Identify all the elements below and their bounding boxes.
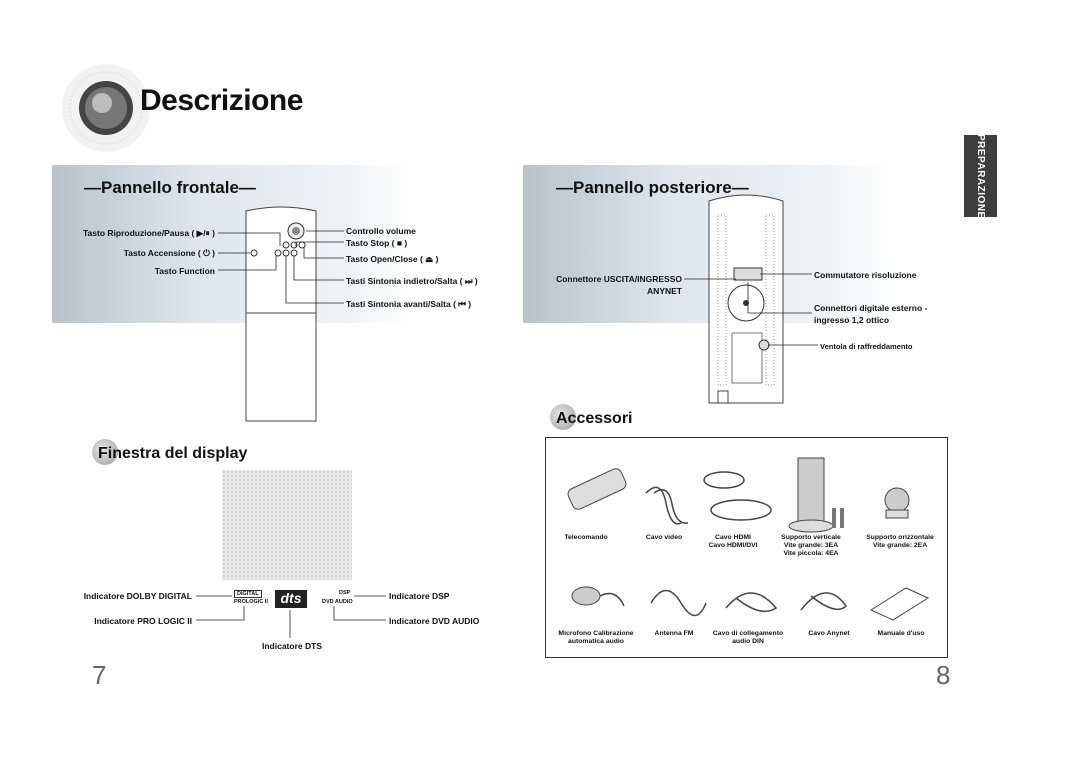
accessory-anynet-cable: Cavo Anynet (808, 630, 850, 637)
label-digital-in: Connettori digitale esterno - ingresso 1… (814, 303, 927, 325)
label-prologic: Indicatore PRO LOGIC II (94, 616, 192, 626)
label-dolby: Indicatore DOLBY DIGITAL (83, 591, 192, 601)
speaker-logo-icon (62, 58, 154, 158)
digital-mark: DIGITAL (234, 590, 262, 598)
label-connector-line2: ANYNET (647, 286, 682, 296)
label-volume: Controllo volume (346, 226, 416, 236)
anynet-cable-icon (800, 592, 847, 611)
display-indicators: DIGITAL PROLOGIC II dts DSP DVD AUDIO (222, 590, 357, 610)
horizontal-stand-icon (884, 487, 910, 519)
label-digital-in-line1: Connettori digitale esterno - (814, 303, 928, 313)
page-title: Descrizione (140, 84, 303, 117)
front-panel-title: —Pannello frontale— (84, 178, 256, 197)
front-panel-device (242, 205, 320, 425)
label-connector-line1: Connettore USCITA/INGRESSO (556, 274, 682, 284)
remote-control-icon (567, 468, 627, 510)
label-digital-in-line2: ingresso 1,2 ottico (814, 315, 890, 325)
label-power: Tasto Accensione ( ⏻ ) (123, 248, 215, 258)
din-cable-icon (725, 592, 778, 613)
label-stop: Tasto Stop ( ■ ) (346, 238, 408, 248)
rear-panel-device (706, 193, 786, 408)
accessory-din-cable: Cavo di collegamento audio DIN (712, 630, 784, 645)
accessories-title: Accessori (550, 404, 633, 430)
label-fan: Ventola di raffreddamento (820, 342, 913, 351)
accessory-microphone: Microfono Calibrazione automatica audio (558, 630, 634, 645)
hdmi-cable-icon (703, 471, 772, 521)
video-cable-icon (645, 486, 689, 525)
label-tune-forward: Tasti Sintonia avanti/Salta ( ⏮ ) (346, 299, 472, 309)
label-dvd-audio: Indicatore DVD AUDIO (389, 616, 480, 626)
vertical-stand-icon (788, 457, 844, 533)
page-number-right: 8 (936, 660, 951, 690)
label-dsp: Indicatore DSP (389, 591, 450, 601)
accessory-remote: Telecomando (564, 534, 608, 541)
section-tab-preparazione: PREPARAZIONE (964, 134, 997, 218)
rear-panel-band (523, 165, 893, 323)
accessory-manual: Manuale d'uso (877, 630, 925, 637)
label-resolution: Commutatore risoluzione (814, 270, 917, 280)
dts-logo-icon: dts (275, 590, 307, 608)
label-dts: Indicatore DTS (262, 641, 322, 651)
prologic-mark: PROLOGIC II (234, 599, 268, 605)
accessory-horizontal-stand: Supporto orizzontale Vite grande: 2EA (866, 534, 934, 549)
page-number-left: 7 (92, 660, 107, 690)
accessory-fm-antenna: Antenna FM (654, 630, 694, 637)
rear-panel-title: —Pannello posteriore— (556, 178, 749, 197)
front-panel-band (52, 165, 412, 323)
label-connector: Connettore USCITA/INGRESSO ANYNET (552, 274, 682, 296)
accessory-video-cable: Cavo video (645, 534, 683, 541)
accessory-vertical-stand: Supporto verticale Vite grande: 3EA Vite… (781, 534, 841, 557)
display-window-panel (222, 470, 352, 580)
label-tune-back: Tasti Sintonia indietro/Salta ( ⏭ ) (346, 276, 478, 286)
user-manual-icon (869, 587, 930, 621)
microphone-icon (571, 586, 625, 607)
label-function: Tasto Function (154, 266, 215, 276)
accessories-illustrations (567, 457, 930, 621)
fm-antenna-icon (650, 589, 707, 617)
dsp-mark: DSP (339, 590, 351, 596)
accessories-box: Telecomando Cavo video Cavo HDMI Cavo HD… (545, 437, 948, 658)
accessory-hdmi-cable: Cavo HDMI Cavo HDMI/DVI (708, 534, 758, 549)
label-open-close: Tasto Open/Close ( ⏏ ) (346, 254, 439, 264)
label-play-pause: Tasto Riproduzione/Pausa ( ▶/⏸ ) (83, 228, 215, 238)
dvd-audio-mark: DVD AUDIO (322, 599, 353, 605)
